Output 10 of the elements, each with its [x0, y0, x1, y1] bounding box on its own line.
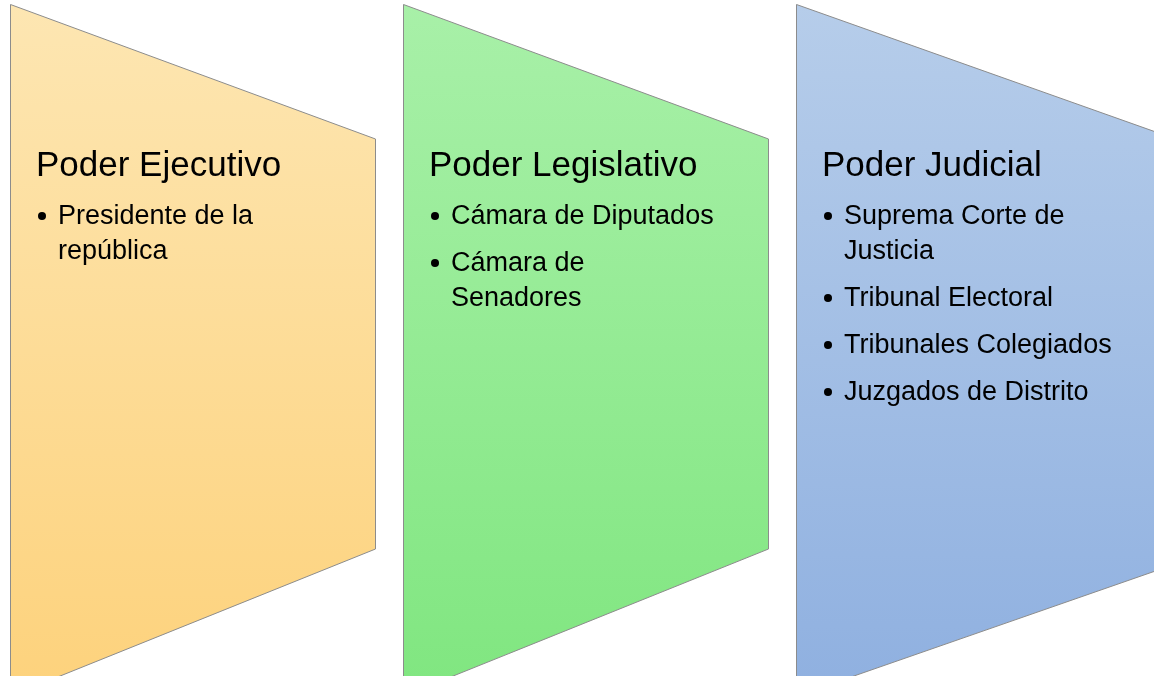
- bullet-item: Presidente de la república: [36, 198, 326, 268]
- bullet-item: Cámara de Diputados: [429, 198, 719, 233]
- bullet-item: Tribunal Electoral: [822, 280, 1142, 315]
- panel-heading: Poder Judicial: [822, 143, 1043, 185]
- bullet-item: Juzgados de Distrito: [822, 374, 1142, 409]
- bullet-item: Cámara de Senadores: [429, 245, 719, 315]
- panel-heading: Poder Ejecutivo: [36, 143, 283, 185]
- panel-heading: Poder Legislativo: [429, 143, 699, 185]
- bullet-item: Tribunales Colegiados: [822, 327, 1142, 362]
- bullet-item: Suprema Corte de Justicia: [822, 198, 1142, 268]
